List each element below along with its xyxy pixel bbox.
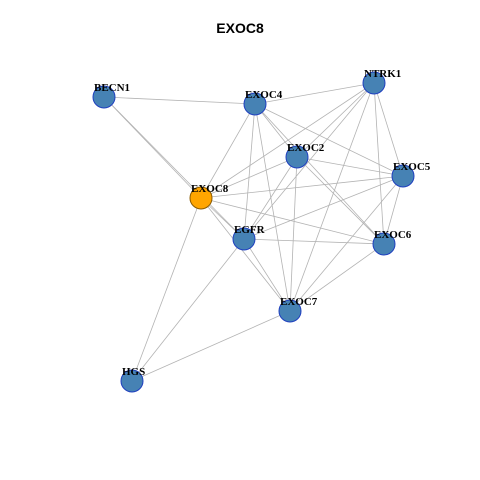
edge-exoc6-exoc7 [289,243,385,312]
node-label-exoc6: EXOC6 [374,229,412,241]
node-label-exoc5: EXOC5 [393,161,431,173]
node-becn1 [92,85,116,109]
edge-exoc8-hgs [131,197,202,382]
edge-exoc4-exoc5 [254,103,404,177]
edge-exoc4-exoc8 [200,103,256,199]
node-label-egfr: EGFR [234,224,266,236]
edge-exoc5-exoc7 [289,175,404,312]
node-exoc7 [278,299,302,323]
edge-ntrk1-egfr [243,82,375,240]
node-label-exoc2: EXOC2 [287,142,325,154]
node-exoc2 [285,145,309,169]
edge-exoc5-exoc6 [383,175,404,245]
edge-ntrk1-exoc6 [373,82,385,245]
edge-ntrk1-exoc5 [373,82,404,177]
edge-exoc2-exoc7 [289,156,298,312]
node-exoc8 [189,186,213,210]
edge-exoc2-egfr [243,156,298,240]
node-label-exoc4: EXOC4 [245,89,283,101]
edge-exoc4-exoc7 [254,103,291,312]
edge-exoc4-exoc6 [254,103,385,245]
node-label-exoc8: EXOC8 [191,183,229,195]
edge-layer [103,82,404,382]
edge-exoc4-ntrk1 [254,82,375,105]
node-label-becn1: BECN1 [94,82,130,94]
node-label-ntrk1: NTRK1 [364,68,401,80]
node-egfr [232,227,256,251]
edge-ntrk1-exoc8 [200,82,375,199]
edge-exoc2-exoc8 [200,156,298,199]
edge-exoc8-exoc6 [200,197,385,245]
node-ntrk1 [362,71,386,95]
edge-exoc7-hgs [131,310,291,382]
edge-becn1-egfr [103,96,245,240]
edge-exoc5-egfr [243,175,404,240]
edge-egfr-exoc6 [243,238,385,245]
node-exoc4 [243,92,267,116]
edge-egfr-hgs [131,238,245,382]
edge-exoc5-exoc8 [200,175,404,199]
edge-ntrk1-exoc7 [289,82,375,312]
node-label-exoc7: EXOC7 [280,296,318,308]
graph-title: EXOC8 [216,20,264,36]
edge-becn1-exoc4 [103,96,256,105]
node-hgs [120,369,144,393]
edge-egfr-exoc7 [243,238,291,312]
edge-exoc8-exoc7 [200,197,291,312]
edge-ntrk1-exoc2 [296,82,375,158]
edge-exoc4-egfr [243,103,256,240]
node-label-hgs: HGS [122,366,145,378]
node-exoc6 [372,232,396,256]
edge-exoc2-exoc5 [296,156,404,177]
node-exoc5 [391,164,415,188]
